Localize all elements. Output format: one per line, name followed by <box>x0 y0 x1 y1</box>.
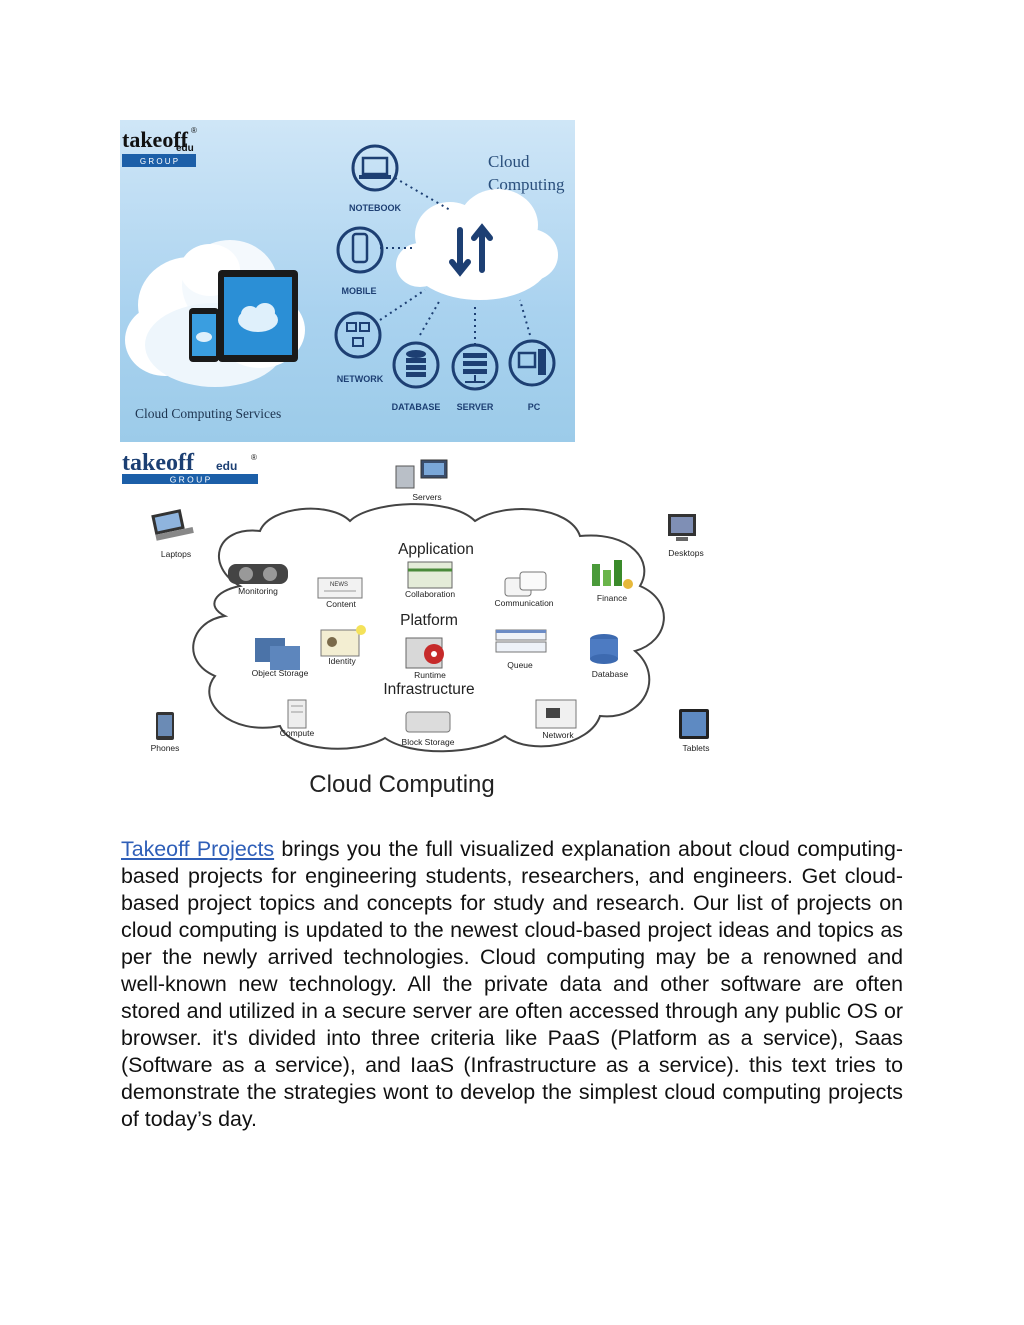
database-icon: DATABASE <box>392 341 441 412</box>
network-icon: NETWORK <box>334 311 384 384</box>
heading-line-2: Computing <box>488 175 565 194</box>
tablet-icon <box>218 270 298 362</box>
body-paragraph: Takeoff Projects brings you the full vis… <box>121 836 903 1133</box>
label-communication: Communication <box>494 598 553 608</box>
label-compute: Compute <box>280 728 315 738</box>
database-icon-2: Database <box>590 634 628 679</box>
label-database: Database <box>592 669 629 679</box>
pc-icon: PC <box>508 339 556 412</box>
label-tablets: Tablets <box>683 743 710 753</box>
logo-registered: ® <box>191 126 197 135</box>
logo-group: G R O U P <box>140 157 178 166</box>
logo-registered: ® <box>251 453 257 462</box>
label-identity: Identity <box>328 656 356 666</box>
layer-platform: Platform <box>400 612 458 629</box>
label-finance: Finance <box>597 593 628 603</box>
cloud-computing-services-image: takeoff edu ® G R O U P Cl <box>120 120 575 442</box>
label-object-storage: Object Storage <box>252 668 309 678</box>
identity-icon: Identity <box>320 625 366 666</box>
monitoring-icon: Monitoring <box>228 564 288 596</box>
device-label-mobile: MOBILE <box>342 286 377 296</box>
servers-icon: Servers <box>395 459 448 502</box>
dotted-connectors <box>379 177 531 345</box>
logo-suffix: edu <box>176 143 194 154</box>
device-label-notebook: NOTEBOOK <box>349 203 402 213</box>
logo-suffix: edu <box>216 459 237 473</box>
runtime-icon: Runtime <box>405 637 446 680</box>
label-desktops: Desktops <box>668 548 703 558</box>
content-icon: NEWS Content <box>317 577 363 609</box>
label-content: Content <box>326 599 356 609</box>
takeoff-edu-logo: takeoff edu ® G R O U P <box>122 126 197 167</box>
label-queue: Queue <box>507 660 533 670</box>
object-storage-icon: Object Storage <box>252 638 309 678</box>
collaboration-icon: Collaboration <box>405 561 455 599</box>
caption-cloud-computing-services: Cloud Computing Services <box>135 406 281 421</box>
tablets-icon: Tablets <box>679 709 709 753</box>
label-laptops: Laptops <box>161 549 191 559</box>
logo-word: takeoff <box>122 127 189 152</box>
takeoff-edu-logo-2: takeoff edu ® G R O U P <box>122 450 258 485</box>
laptops-icon: Laptops <box>151 509 194 559</box>
phones-icon: Phones <box>151 712 180 753</box>
heading-line-1: Cloud <box>488 152 530 171</box>
body-text: brings you the full visualized explanati… <box>121 837 903 1131</box>
layer-application: Application <box>398 541 474 558</box>
label-collaboration: Collaboration <box>405 589 455 599</box>
logo-word: takeoff <box>122 450 195 476</box>
label-network: Network <box>542 730 574 740</box>
device-label-server: SERVER <box>457 402 494 412</box>
phone-icon <box>189 308 219 362</box>
server-icon: SERVER <box>451 343 499 412</box>
takeoff-projects-link[interactable]: Takeoff Projects <box>121 837 275 861</box>
label-servers: Servers <box>412 492 441 502</box>
cloud-computing-diagram-image: takeoff edu ® G R O U P Servers Laptops … <box>120 446 735 813</box>
finance-icon: Finance <box>592 560 633 603</box>
device-label-database: DATABASE <box>392 402 441 412</box>
central-cloud-icon <box>396 189 558 300</box>
label-monitoring: Monitoring <box>238 586 278 596</box>
communication-icon: Communication <box>494 571 554 608</box>
label-phones: Phones <box>151 743 180 753</box>
diagram-title: Cloud Computing <box>309 771 494 798</box>
network-icon-2: Network <box>535 699 577 740</box>
mobile-icon: MOBILE <box>336 226 384 296</box>
layer-infrastructure: Infrastructure <box>383 681 474 698</box>
compute-icon: Compute <box>280 699 315 738</box>
news-badge: NEWS <box>330 582 348 588</box>
cloud-outline <box>192 503 665 753</box>
logo-group: G R O U P <box>170 475 211 485</box>
block-storage-icon: Block Storage <box>402 711 455 747</box>
label-block-storage: Block Storage <box>402 737 455 747</box>
device-label-network: NETWORK <box>337 374 384 384</box>
device-label-pc: PC <box>528 402 541 412</box>
notebook-icon: NOTEBOOK <box>349 144 402 213</box>
label-runtime: Runtime <box>414 670 446 680</box>
desktops-icon: Desktops <box>668 514 704 558</box>
queue-icon: Queue <box>495 629 547 670</box>
